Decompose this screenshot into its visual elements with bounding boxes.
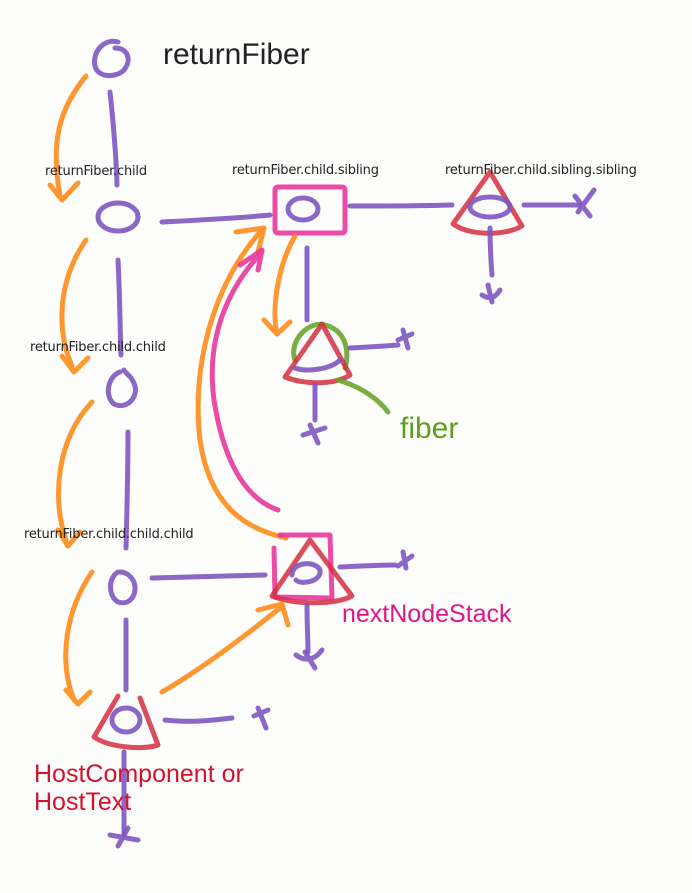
edge-host-to-sibling [162, 715, 235, 724]
null-marker [293, 647, 325, 671]
null-marker [395, 327, 415, 351]
arrow-return-pink [209, 247, 281, 513]
label-child-sibling-sibling: returnFiber.child.sibling.sibling [445, 163, 637, 178]
node-fiber [292, 357, 343, 373]
node-host [109, 705, 143, 735]
arrow-childchild-to-ccc [55, 399, 95, 549]
label-fiber: fiber [400, 412, 459, 445]
node-child-child-child [108, 569, 138, 606]
edge-child-to-sibling [159, 212, 273, 225]
arrow-ccc-to-host [63, 569, 95, 707]
label-child-child-child: returnFiber.child.child.child [24, 527, 194, 542]
edge-next-down [304, 602, 311, 655]
null-marker [572, 187, 597, 219]
edge-sibling2-child [487, 225, 495, 278]
node-child-child [105, 367, 138, 408]
arrow-return-orange [195, 225, 289, 541]
edge-ccc-to-sibling [149, 572, 268, 581]
arrow-return-to-child [47, 73, 89, 203]
edge-child-to-childchild [115, 257, 124, 358]
node-child-sibling-sibling [467, 194, 513, 220]
edge-childchild-to-ccc [123, 429, 131, 551]
edge-return-to-child [107, 89, 120, 188]
null-marker [479, 282, 503, 305]
null-marker [107, 825, 141, 849]
host-marker-sibling2 [450, 169, 525, 236]
node-return-fiber [92, 38, 131, 78]
arrow-sibling-to-fiber [261, 233, 298, 337]
null-marker [251, 705, 271, 731]
label-child-child: returnFiber.child.child [30, 340, 166, 355]
label-child-sibling: returnFiber.child.sibling [232, 163, 379, 178]
node-child [95, 200, 141, 234]
edge-next-to-null [337, 562, 398, 570]
label-child: returnFiber.child [45, 164, 147, 179]
stack-marker-sibling [272, 184, 348, 236]
host-marker-next [269, 537, 355, 606]
title-return-fiber: returnFiber [163, 38, 310, 71]
host-marker-fiber [282, 321, 353, 386]
label-next-node-stack: nextNodeStack [342, 600, 512, 628]
label-host-line2: HostText [34, 788, 132, 816]
null-marker [300, 422, 328, 446]
arrow-child-to-childchild [59, 237, 91, 375]
node-child-sibling [285, 195, 321, 223]
arrow-host-to-next [159, 601, 291, 695]
stack-marker-next [271, 532, 335, 601]
label-host-line1: HostComponent or [34, 760, 244, 788]
host-marker-host [91, 693, 161, 751]
edge-fiber-to-null [347, 342, 401, 351]
edge-sibling-to-sibling2 [347, 202, 455, 209]
fiber-pointer [335, 377, 391, 415]
node-next [289, 561, 323, 585]
null-marker [395, 549, 415, 571]
